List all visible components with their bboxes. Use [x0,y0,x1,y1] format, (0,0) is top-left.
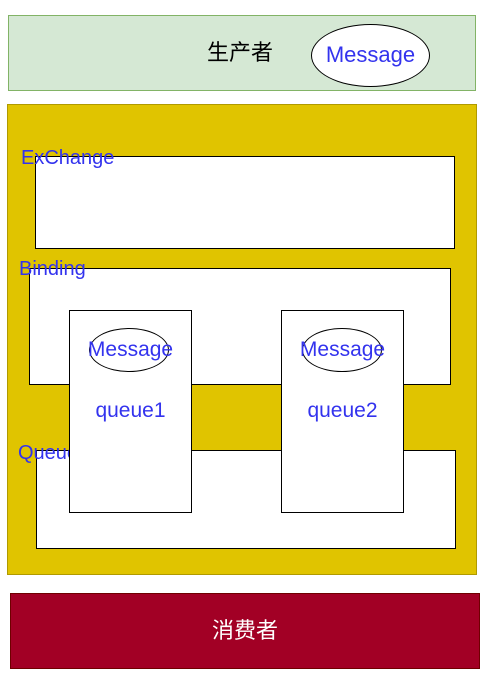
queue1-message-ellipse [89,328,169,372]
binding-label: Binding [19,258,86,280]
producer-message-label: Message [325,42,416,67]
queue1-label: queue1 [95,399,166,422]
queue2-message-ellipse [302,328,382,372]
queue1-message-label: Message [87,338,174,361]
producer-message-ellipse [311,24,430,87]
consumer-label: 消费者 [211,618,278,643]
exchange-box [35,156,455,249]
producer-label: 生产者 [206,40,273,65]
queue-label: Queue [18,442,79,464]
queue2-message-label: Message [299,338,386,361]
queue2-label: queue2 [307,399,378,422]
consumer-box [10,593,480,669]
exchange-label: ExChange [21,147,115,169]
